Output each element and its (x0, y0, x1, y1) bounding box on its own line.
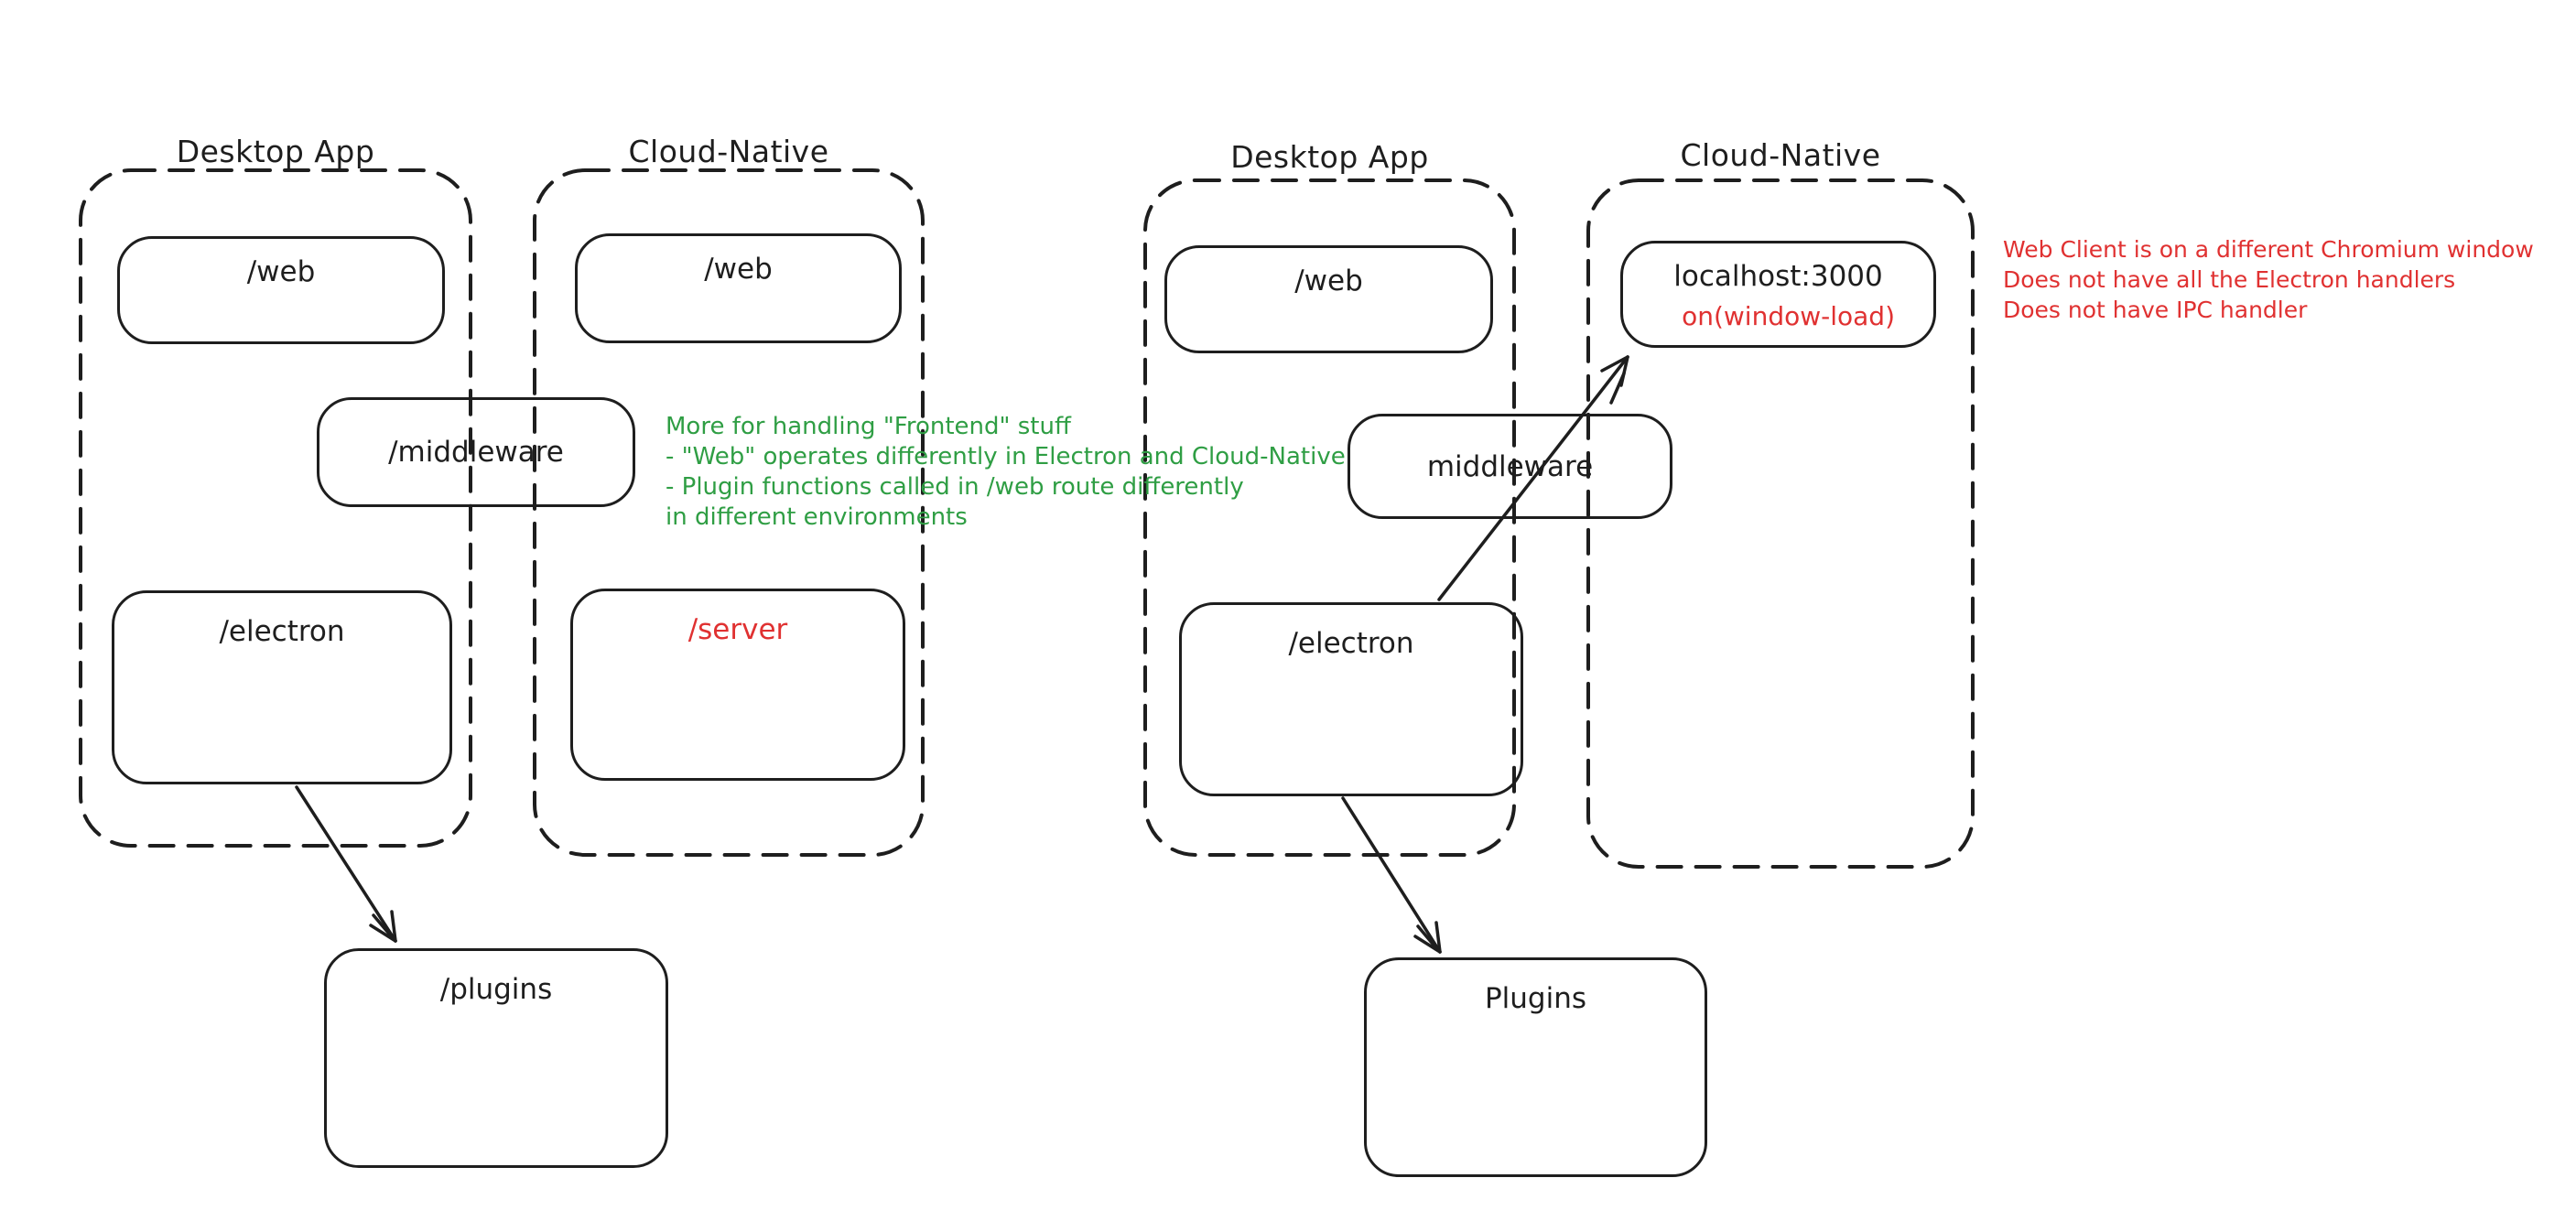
note-line: in different environments (666, 503, 968, 531)
right-plugins-box[interactable]: Plugins (1364, 957, 1707, 1177)
right-localhost-label: localhost:3000 (1673, 260, 1883, 293)
left-green-note[interactable]: More for handling "Frontend" stuff - "We… (666, 412, 1346, 533)
note-line: - Plugin functions called in /web route … (666, 473, 1244, 501)
note-line: - "Web" operates differently in Electron… (666, 443, 1346, 470)
right-web-box[interactable]: /web (1164, 245, 1493, 353)
right-electron-box[interactable]: /electron (1179, 602, 1523, 796)
right-electron-label: /electron (1288, 627, 1414, 660)
note-line: Web Client is on a different Chromium wi… (2003, 236, 2534, 263)
left-server-box[interactable]: /server (570, 589, 905, 781)
right-web-label: /web (1294, 265, 1363, 297)
right-electron-to-plugins-arrow[interactable] (1341, 796, 1442, 954)
right-red-note[interactable]: Web Client is on a different Chromium wi… (2003, 234, 2534, 325)
left-web-cloud-label: /web (704, 253, 773, 286)
left-middleware-box[interactable]: /middleware (317, 397, 635, 507)
left-server-label: /server (687, 613, 788, 646)
left-web-cloud-box[interactable]: /web (575, 233, 902, 343)
left-electron-box[interactable]: /electron (112, 590, 452, 784)
note-line: Does not have all the Electron handlers (2003, 266, 2456, 293)
left-desktop-app-container[interactable] (79, 168, 472, 848)
left-desktop-app-label[interactable]: Desktop App (176, 134, 375, 169)
left-electron-to-plugins-arrow[interactable] (295, 785, 397, 943)
right-cloud-native-label[interactable]: Cloud-Native (1680, 137, 1881, 173)
left-web-desktop-box[interactable]: /web (117, 236, 445, 344)
left-plugins-box[interactable]: /plugins (324, 948, 668, 1168)
note-line: More for handling "Frontend" stuff (666, 413, 1071, 440)
left-plugins-label: /plugins (439, 973, 553, 1006)
right-desktop-app-label[interactable]: Desktop App (1230, 139, 1429, 175)
left-cloud-native-label[interactable]: Cloud-Native (628, 134, 829, 169)
left-web-desktop-label: /web (246, 255, 316, 288)
right-localhost-box[interactable]: localhost:3000 on(window-load) (1620, 241, 1936, 348)
right-plugins-label: Plugins (1484, 982, 1587, 1015)
left-electron-label: /electron (219, 615, 345, 648)
right-cloud-native-container[interactable] (1586, 178, 1975, 869)
right-middleware-box[interactable]: middleware (1348, 414, 1672, 519)
right-electron-to-localhost-arrow[interactable] (1437, 355, 1629, 601)
note-line: Does not have IPC handler (2003, 297, 2308, 323)
left-middleware-label: /middleware (388, 436, 564, 469)
left-cloud-native-container[interactable] (533, 168, 925, 857)
right-middleware-label: middleware (1426, 449, 1594, 483)
right-window-load-label: on(window-load) (1682, 301, 1895, 331)
